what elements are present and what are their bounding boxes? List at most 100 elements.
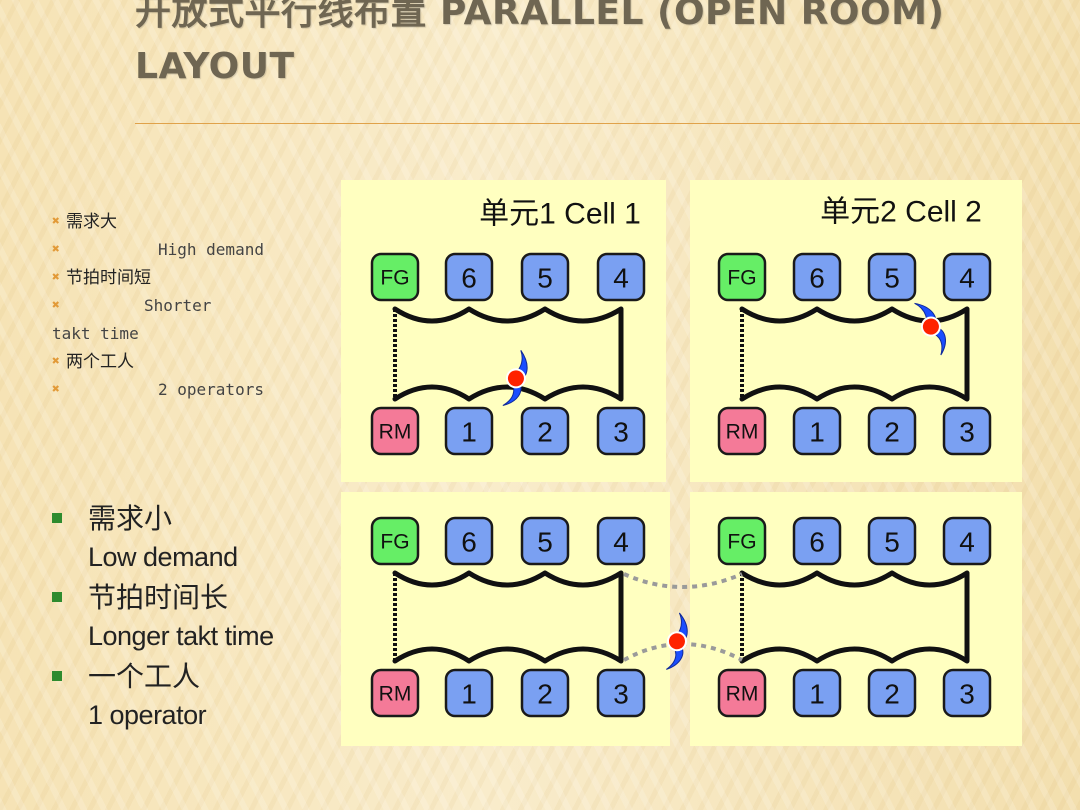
upper-cell-2-station-4: 4 <box>942 252 992 302</box>
lower-cell-1-station-rm-box <box>370 668 420 718</box>
upper-cell-1-station-5-label: 5 <box>537 263 553 294</box>
upper-cell-2-station-5-label: 5 <box>884 263 900 294</box>
lower-cell-1-station-5-label: 5 <box>537 527 553 558</box>
upper-cell-2-station-2: 2 <box>867 406 917 456</box>
upper-cell-2-station-fg-label: FG <box>727 267 756 290</box>
lower-cell-1-station-fg-box <box>370 516 420 566</box>
list-item-en: 1 operator <box>88 700 207 730</box>
x-mark-icon: ✖ <box>52 354 60 369</box>
square-bullet-icon <box>52 671 62 681</box>
upper-cell-1-station-rm: RM <box>370 406 420 456</box>
upper-cell-1-station-1: 1 <box>444 406 494 456</box>
upper-cell-2-station-1: 1 <box>792 406 842 456</box>
lower-cell-1-station-3: 3 <box>596 668 646 718</box>
slide-title: 开放式平行线布置 PARALLEL (OPEN ROOM) LAYOUT <box>135 0 945 87</box>
lower-cell-1-top-arcs <box>392 570 624 588</box>
lower-cell-1-station-1: 1 <box>444 668 494 718</box>
lower-cell-1-station-2-label: 2 <box>537 679 553 710</box>
lower-cell-1-station-3-label: 3 <box>613 679 629 710</box>
list-item: 需求小 Low demand <box>48 500 338 576</box>
lower-cell-1-station-1-label: 1 <box>461 679 477 710</box>
upper-cell-1-station-4-box <box>596 252 646 302</box>
upper-cell-1-top-arcs <box>392 306 624 324</box>
upper-cell-2-station-fg-box <box>717 252 767 302</box>
list-item: 一个工人 1 operator <box>48 658 338 734</box>
list-item-en: High demand <box>158 240 264 259</box>
upper-cell-1-station-1-label: 1 <box>461 417 477 448</box>
lower-cell-1-station-2-box <box>520 668 570 718</box>
list-item-en: 2 operators <box>158 380 264 399</box>
lower-cell-1-station-fg-label: FG <box>380 531 409 554</box>
lower-cell-1-station-5: 5 <box>520 516 570 566</box>
list-item: ✖ 两个工人 <box>52 348 322 376</box>
upper-cell-2-station-4-label: 4 <box>959 263 975 294</box>
lower-cell-2-station-rm-label: RM <box>726 683 759 706</box>
upper-cell-1-station-rm-box <box>370 406 420 456</box>
lower-cell-2-station-2-label: 2 <box>884 679 900 710</box>
lower-cell-1-station-6-label: 6 <box>461 527 477 558</box>
list-item: ✖ 节拍时间短 <box>52 264 322 292</box>
lower-cell-2-station-6: 6 <box>792 516 842 566</box>
upper-cell-2-station-1-box <box>792 406 842 456</box>
x-mark-icon: ✖ <box>52 382 60 397</box>
upper-cell-2-station-3-box <box>942 406 992 456</box>
lower-cell-2-station-6-box <box>792 516 842 566</box>
lower-cell-2-station-4: 4 <box>942 516 992 566</box>
upper-cell-2-station-rm: RM <box>717 406 767 456</box>
cross-cell-link-top <box>623 572 743 589</box>
list-item-zh: 节拍时间短 <box>66 268 151 288</box>
square-bullet-icon <box>52 513 62 523</box>
upper-cell-1-station-fg: FG <box>370 252 420 302</box>
upper-cell-2-station-6-box <box>792 252 842 302</box>
lower-cell-2-station-6-label: 6 <box>809 527 825 558</box>
operator-icon-head <box>666 631 687 652</box>
upper-cell-1-station-6: 6 <box>444 252 494 302</box>
cell-1-label: 单元1 Cell 1 <box>479 198 641 231</box>
list-item-en: Shorter takt time <box>52 296 212 343</box>
lower-cell-2-station-2-box <box>867 668 917 718</box>
upper-cell-2-station-2-box <box>867 406 917 456</box>
lower-cell-2-station-4-label: 4 <box>959 527 975 558</box>
upper-cell-1-station-3: 3 <box>596 406 646 456</box>
upper-cell-2-station-6: 6 <box>792 252 842 302</box>
upper-cell-2-station-3: 3 <box>942 406 992 456</box>
low-demand-list: 需求小 Low demand 节拍时间长 Longer takt time 一个… <box>48 500 338 737</box>
list-item-zh: 需求小 <box>88 502 173 535</box>
lower-cell-2-station-5-box <box>867 516 917 566</box>
upper-cell-2-station-rm-label: RM <box>726 421 759 444</box>
cell-2-label: 单元2 Cell 2 <box>820 196 982 229</box>
lower-cell-2-station-fg-box <box>717 516 767 566</box>
upper-cell-2-station-rm-box <box>717 406 767 456</box>
upper-cell-2-station-4-box <box>942 252 992 302</box>
lower-cell-2-station-3: 3 <box>942 668 992 718</box>
upper-cell-2-station-5-box <box>867 252 917 302</box>
upper-cell-1-station-3-box <box>596 406 646 456</box>
lower-cell-1-station-fg: FG <box>370 516 420 566</box>
lower-cell-2-station-1: 1 <box>792 668 842 718</box>
upper-cell-2-station-2-label: 2 <box>884 417 900 448</box>
list-item-zh: 节拍时间长 <box>88 581 229 614</box>
x-mark-icon: ✖ <box>52 214 60 229</box>
list-item-zh: 两个工人 <box>66 352 134 372</box>
lower-cell-1-station-4-box <box>596 516 646 566</box>
lower-cell-2-top-arcs <box>739 570 970 588</box>
lower-cell-1-station-6-box <box>444 516 494 566</box>
lower-cell-1-station-4-label: 4 <box>613 527 629 558</box>
lower-cell-1-station-2: 2 <box>520 668 570 718</box>
lower-cell-1-station-rm-label: RM <box>379 683 412 706</box>
x-mark-icon: ✖ <box>52 270 60 285</box>
list-item: ✖ Shorter takt time <box>52 292 322 348</box>
list-item: ✖ 2 operators <box>52 376 322 404</box>
operator-icon-head <box>505 368 526 389</box>
lower-cell-2-bottom-arcs <box>739 646 970 664</box>
upper-cell-2-bottom-arcs <box>739 384 970 402</box>
operator-icon-head <box>920 316 941 337</box>
operator-icon <box>666 612 688 670</box>
lower-cell-1-station-3-box <box>596 668 646 718</box>
upper-cell-1-station-2: 2 <box>520 406 570 456</box>
upper-cell-2-station-5: 5 <box>867 252 917 302</box>
square-bullet-icon <box>52 592 62 602</box>
lower-cell-1-station-5-box <box>520 516 570 566</box>
title-divider <box>135 123 1080 124</box>
